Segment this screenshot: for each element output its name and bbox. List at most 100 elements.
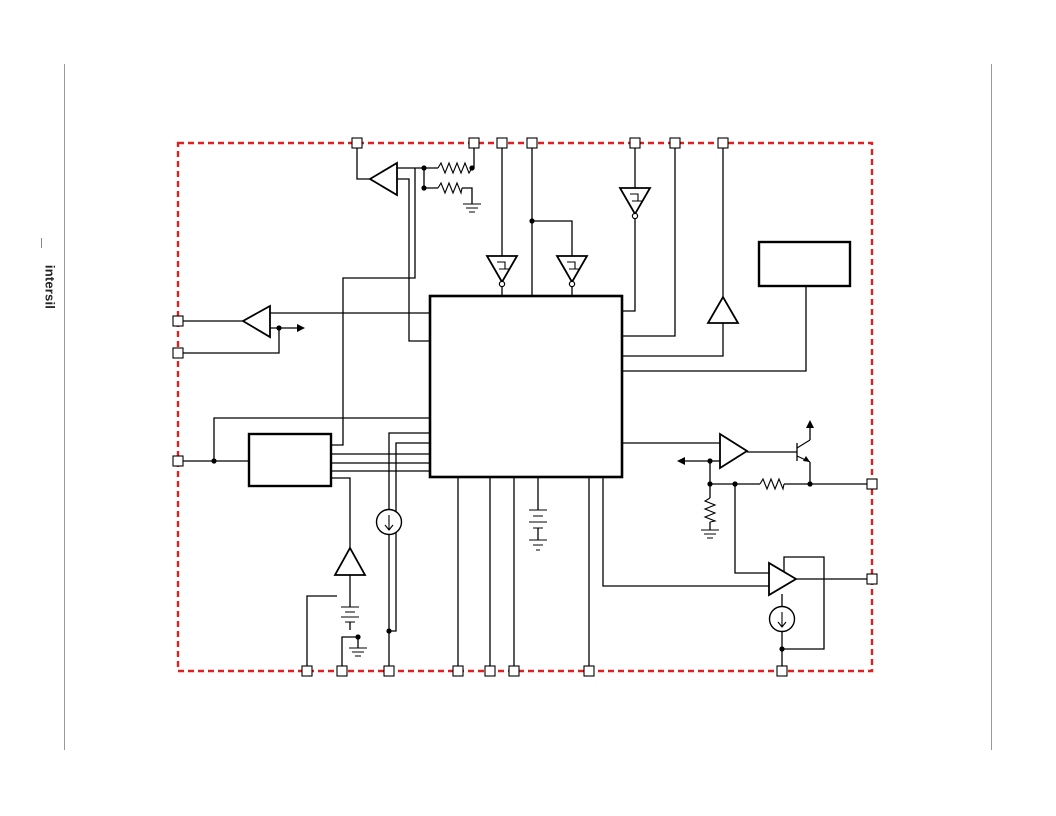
left-block xyxy=(247,432,333,488)
pins xyxy=(172,137,878,677)
batteries xyxy=(341,509,547,630)
wire-left-pin-c-to-core xyxy=(213,417,430,461)
inverter-1-hysteresis xyxy=(497,261,509,270)
junction xyxy=(732,481,738,487)
buffer-upper-right xyxy=(706,295,740,324)
wire-block-to-lower-buffer xyxy=(331,477,351,548)
pin-right xyxy=(866,573,878,585)
junction xyxy=(707,481,713,487)
junction xyxy=(807,481,813,487)
wire-amp-to-core xyxy=(397,178,430,342)
junction xyxy=(779,646,785,652)
wire-left-pin-b xyxy=(183,328,280,354)
battery-center xyxy=(529,509,547,529)
wire-ground-pin xyxy=(341,636,359,671)
junction xyxy=(421,165,427,171)
junction xyxy=(276,325,282,331)
arrow-left-out xyxy=(297,324,305,332)
pin-top xyxy=(717,137,729,149)
pin-bottom xyxy=(301,665,313,677)
pin-top xyxy=(669,137,681,149)
ground-right xyxy=(701,529,719,539)
buffer-lower-left xyxy=(333,546,367,576)
inverter-1-bubble xyxy=(498,280,506,288)
wire-block-to-core xyxy=(622,286,807,372)
transistor-emitter-arrow xyxy=(803,456,810,462)
ground-bottom-left xyxy=(349,647,367,657)
junction xyxy=(707,458,713,464)
wire-res-bottom-branch xyxy=(423,168,438,189)
wire-lower-amp-loop xyxy=(782,556,825,650)
pin-bottom xyxy=(452,665,464,677)
pin-bottom xyxy=(508,665,520,677)
wire-amp-out xyxy=(356,148,372,180)
wire-right-pin-a xyxy=(622,148,676,337)
wire-res-ground xyxy=(462,187,473,204)
wire-feedback-loop xyxy=(331,168,416,446)
upper-right-block xyxy=(757,240,852,288)
pin-bottom xyxy=(776,665,788,677)
pin-top xyxy=(629,137,641,149)
grounds xyxy=(349,203,719,657)
junction xyxy=(386,628,392,634)
wire-lower-buffer-in xyxy=(306,595,337,671)
amp-top-left xyxy=(368,161,398,197)
core-block xyxy=(428,294,624,479)
pin-left xyxy=(172,455,184,467)
pin-bottom xyxy=(383,665,395,677)
transistor-collector-arrow xyxy=(806,420,814,428)
junctions xyxy=(211,165,813,652)
inverter-2-hysteresis xyxy=(567,261,579,270)
junction xyxy=(529,218,535,224)
inverter-2-bubble xyxy=(568,280,576,288)
resistor-sense xyxy=(759,477,785,491)
amp-left xyxy=(241,304,271,339)
wire-upper-buffer-out xyxy=(622,323,724,357)
resistor-top xyxy=(437,161,473,175)
junction xyxy=(421,185,427,191)
arrow-right-out xyxy=(677,457,685,465)
wire-core-to-current-source xyxy=(388,432,430,509)
wire-core-to-lower-amp xyxy=(602,477,770,587)
pin-top xyxy=(468,137,480,149)
wire-core-to-pin-low xyxy=(389,442,430,632)
pin-right xyxy=(866,478,878,490)
inverters xyxy=(485,187,652,288)
wire-sense-to-lower-amp xyxy=(734,484,770,574)
pin-bottom xyxy=(336,665,348,677)
pin-left xyxy=(172,347,184,359)
wire-buffer3-out xyxy=(622,217,636,312)
amp-lower-right xyxy=(768,561,798,597)
junction xyxy=(469,165,475,171)
resistor-vertical xyxy=(703,497,717,523)
pin-top xyxy=(526,137,538,149)
pin-bottom xyxy=(583,665,595,677)
transistor xyxy=(796,420,814,463)
blocks xyxy=(247,240,852,488)
junction xyxy=(355,634,361,640)
current-source-right-arrow xyxy=(777,612,787,628)
chip-boundary xyxy=(176,141,874,673)
signal-arrows xyxy=(297,324,685,465)
inverter-3-hysteresis xyxy=(630,193,642,202)
wires xyxy=(183,148,867,671)
ground-battery-center xyxy=(529,539,547,551)
amplifiers xyxy=(241,161,798,597)
transistor-collector-leg xyxy=(796,439,811,449)
brand-rule xyxy=(41,238,42,248)
resistor-middle xyxy=(437,181,463,195)
battery-lower-left xyxy=(341,606,359,623)
ground-top xyxy=(463,203,481,213)
resistors xyxy=(437,161,785,523)
wire-buffer2-in xyxy=(532,220,573,256)
wire-res-top xyxy=(472,148,475,169)
pin-top xyxy=(351,137,363,149)
left-margin-rule xyxy=(64,64,65,750)
inverter-3-bubble xyxy=(631,212,639,220)
brand-logo: intersil xyxy=(28,238,72,322)
right-margin-rule xyxy=(991,64,992,750)
current-sources xyxy=(375,508,796,633)
current-source-left-arrow xyxy=(384,515,394,531)
